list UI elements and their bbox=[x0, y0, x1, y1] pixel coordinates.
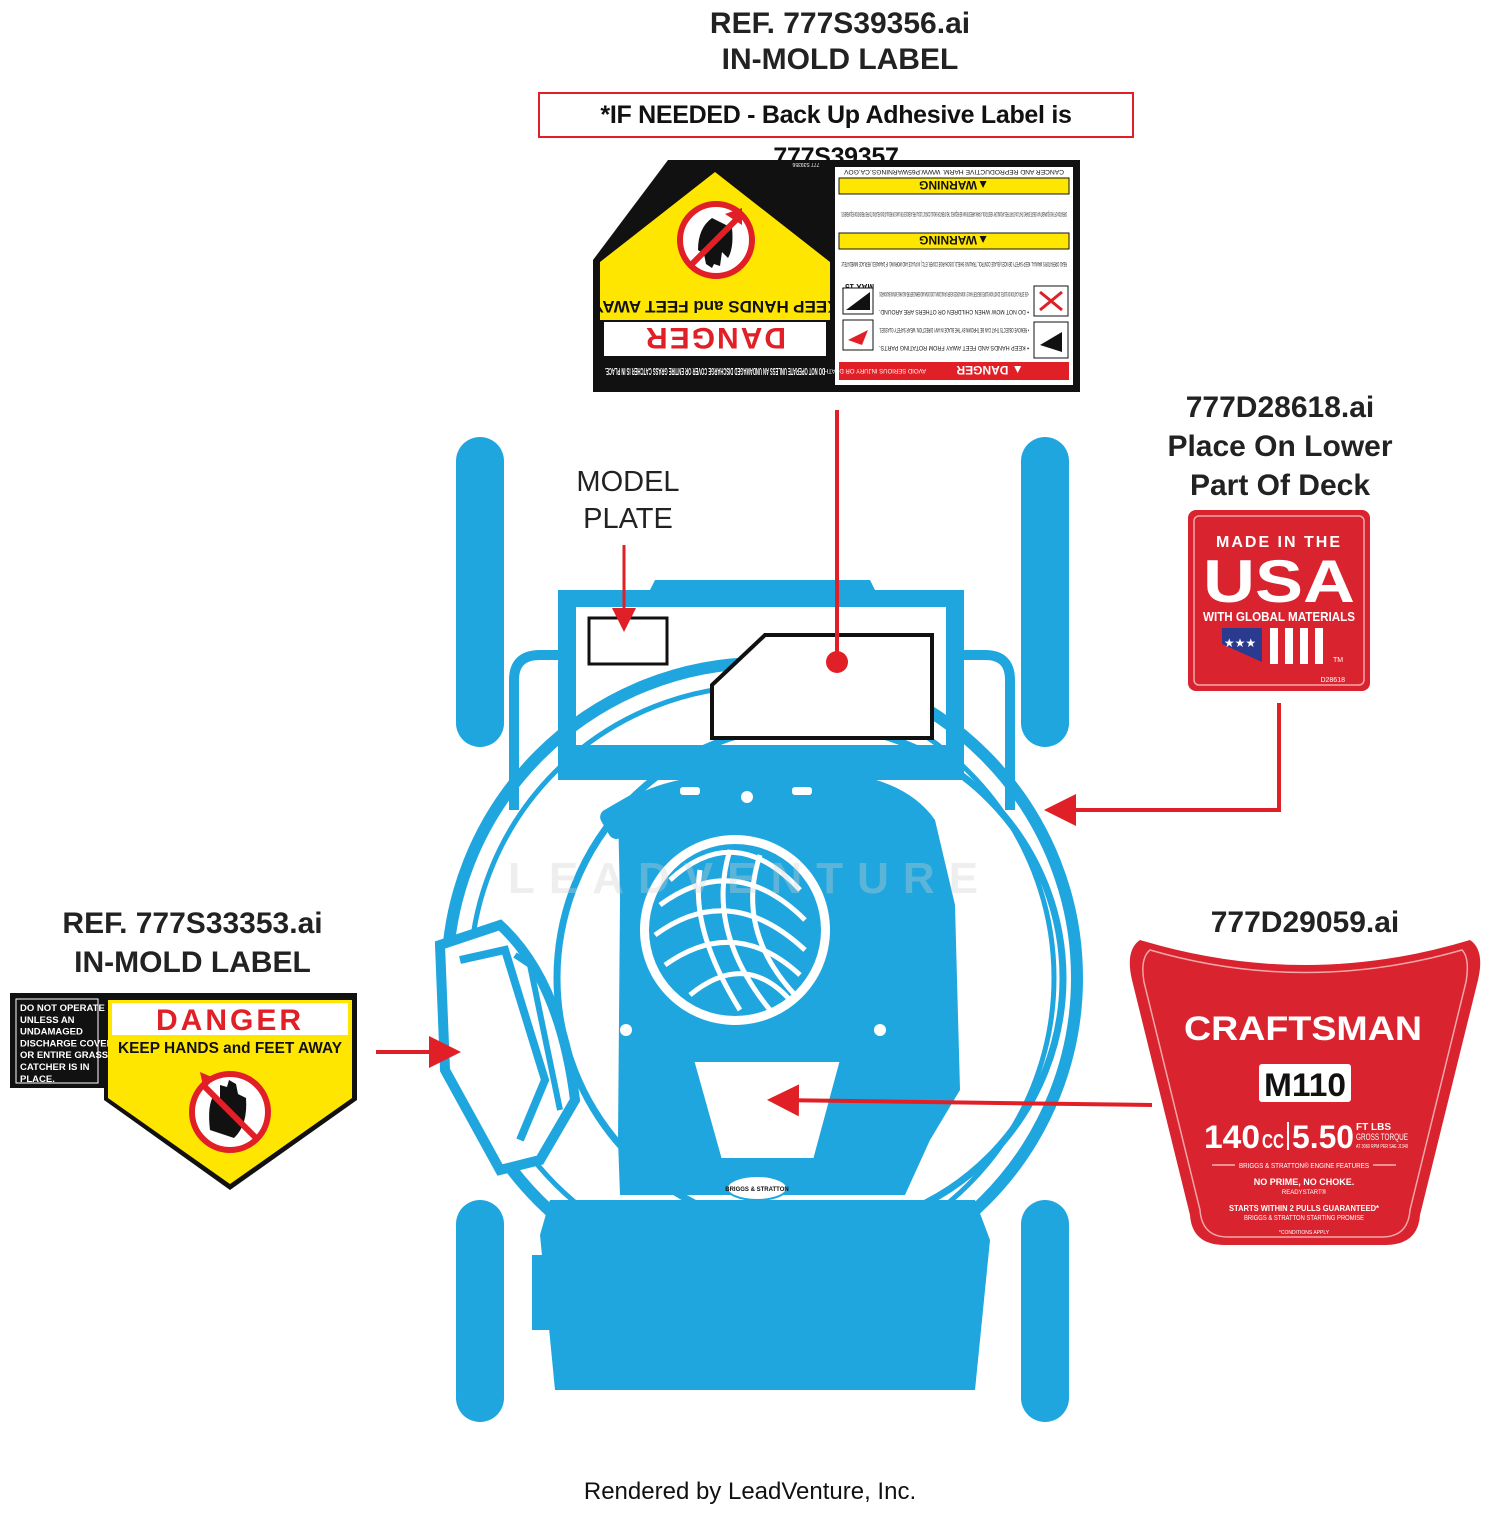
top-keep-hands-text: KEEP HANDS and FEET AWAY bbox=[592, 297, 840, 316]
left-side-line: PLACE. bbox=[20, 1074, 55, 1085]
craftsman-model: M110 bbox=[1264, 1067, 1346, 1103]
footer-rendered-by: Rendered by LeadVenture, Inc. bbox=[583, 1478, 917, 1505]
craftsman-torque-fine: AT 3060 RPM PER SAE J1349 bbox=[1356, 1144, 1408, 1150]
usa-label-place-line2: Part Of Deck bbox=[1189, 469, 1371, 502]
top-bullet-line: • REMOVE OBJECTS THAT CAN BE THROWN BY T… bbox=[879, 326, 1029, 332]
usa-code: D28618 bbox=[1320, 677, 1345, 684]
top-label-placement-area bbox=[710, 633, 934, 740]
engine-label-area bbox=[692, 1060, 842, 1160]
usa-global: WITH GLOBAL MATERIALS bbox=[1203, 609, 1355, 624]
briggs-stratton-badge bbox=[726, 1175, 788, 1201]
top-label-ref-line2: IN-MOLD LABEL bbox=[721, 43, 959, 76]
craftsman-brand: CRAFTSMAN bbox=[1184, 1010, 1422, 1048]
left-label-ref-line2: IN-MOLD LABEL bbox=[74, 946, 311, 979]
craftsman-cc: 140 bbox=[1204, 1119, 1260, 1155]
craftsman-cc-unit: CC bbox=[1262, 1131, 1284, 1153]
discharge-chute bbox=[434, 919, 581, 1176]
watermark: LEADVENTURE bbox=[508, 854, 992, 903]
usa-made-in: MADE IN THE bbox=[1216, 534, 1342, 551]
top-hand-prohibition-icon bbox=[677, 201, 755, 279]
wheel-front-left bbox=[456, 1200, 504, 1422]
craftsman-readystart: READYSTART® bbox=[1282, 1189, 1327, 1196]
top-in-mold-label: KEEP HANDS and FEET AWAY DANGER DO NOT O… bbox=[592, 160, 1080, 392]
front-housing bbox=[540, 1200, 990, 1390]
craftsman-torque: 5.50 bbox=[1292, 1119, 1354, 1155]
mower-illustration bbox=[434, 437, 1083, 1422]
top-danger-text: READ OPERATOR'S MANUAL. KEEP SAFETY DEVI… bbox=[841, 260, 1067, 266]
top-warning1: ▲WARNING bbox=[919, 178, 989, 192]
left-side-line: UNLESS AN bbox=[20, 1015, 75, 1026]
top-max15: MAX 15° bbox=[842, 282, 874, 291]
craftsman-promise: BRIGGS & STRATTON STARTING PROMISE bbox=[1244, 1215, 1364, 1222]
top-label-ref: REF. 777S39356.ai IN-MOLD LABEL bbox=[600, 6, 1080, 78]
model-plate-label: MODEL PLATE bbox=[560, 464, 696, 538]
wheel-rear-right bbox=[1021, 437, 1069, 747]
left-danger-word: DANGER bbox=[156, 1004, 304, 1037]
craftsman-no-prime: NO PRIME, NO CHOKE. bbox=[1254, 1177, 1355, 1187]
craftsman-label-arrow bbox=[767, 1084, 1153, 1117]
craftsman-torque-desc: GROSS TORQUE bbox=[1356, 1132, 1408, 1142]
top-bullet-line: • USE EXTRA CAUTION ON SLOPES. DO NOT MO… bbox=[879, 290, 1029, 296]
wheel-rear-left bbox=[456, 437, 504, 747]
top-safety-bullets: • KEEP HANDS AND FEET AWAY FROM ROTATING… bbox=[879, 290, 1029, 350]
top-warning1-text: CANCER AND REPRODUCTIVE HARM. WWW.P65WAR… bbox=[844, 168, 1064, 174]
top-avoid-serious: AVOID SERIOUS INJURY OR DEATH bbox=[824, 367, 926, 373]
usa-text: USA bbox=[1203, 548, 1355, 615]
usa-tm: TM bbox=[1333, 657, 1343, 664]
top-warning2: ▲WARNING bbox=[919, 233, 989, 247]
left-side-line: UNDAMAGED bbox=[20, 1027, 83, 1038]
top-do-not-operate: DO NOT OPERATE UNLESS AN UNDAMAGED DISCH… bbox=[605, 365, 825, 376]
top-danger-word: DANGER bbox=[644, 321, 786, 354]
top-danger-bar: ▲ DANGER bbox=[956, 363, 1024, 377]
svg-text:★★★: ★★★ bbox=[1224, 636, 1256, 650]
usa-flag-icon bbox=[1222, 628, 1262, 662]
usa-label-ref: 777D28618.ai Place On Lower Part Of Deck bbox=[1130, 388, 1430, 505]
craftsman-engine-features: BRIGGS & STRATTON® ENGINE FEATURES bbox=[1239, 1162, 1369, 1170]
top-label-ref-line1: REF. 777S39356.ai bbox=[709, 7, 971, 40]
engine-badge-text: BRIGGS & STRATTON bbox=[725, 1187, 788, 1193]
left-label-ref: REF. 777S33353.ai IN-MOLD LABEL bbox=[20, 904, 365, 982]
wheel-front-right bbox=[1021, 1200, 1069, 1422]
top-warning2-text: OPERATION OF THIS EQUIPMENT MAY CREATE S… bbox=[841, 210, 1067, 216]
leader-arrows bbox=[376, 410, 1281, 1117]
left-side-line: DO NOT OPERATE bbox=[20, 1003, 105, 1014]
craftsman-label: CRAFTSMAN M110 140 CC 5.50 FT LBS GROSS … bbox=[1129, 940, 1481, 1245]
top-bullet-line: • DO NOT MOW WHEN CHILDREN OR OTHERS ARE… bbox=[879, 308, 1029, 314]
left-hand-prohibition-icon bbox=[189, 1071, 271, 1153]
left-side-line: DISCHARGE COVER bbox=[20, 1038, 114, 1049]
top-part-code: 777 S39356 bbox=[792, 161, 819, 167]
model-plate-area bbox=[587, 616, 669, 666]
model-plate-line2: PLATE bbox=[583, 503, 673, 536]
made-in-usa-label: MADE IN THE USA WITH GLOBAL MATERIALS ★★… bbox=[1188, 510, 1370, 691]
usa-label-place-line1: Place On Lower bbox=[1167, 430, 1393, 463]
top-bullet-line: • KEEP HANDS AND FEET AWAY FROM ROTATING… bbox=[879, 344, 1029, 350]
usa-label-ref-code: 777D28618.ai bbox=[1185, 391, 1375, 424]
model-plate-line1: MODEL bbox=[576, 466, 680, 498]
left-label-ref-line1: REF. 777S33353.ai bbox=[62, 907, 323, 940]
usa-label-arrow bbox=[1044, 703, 1281, 826]
craftsman-torque-unit: FT LBS bbox=[1356, 1122, 1391, 1133]
craftsman-starts: STARTS WITHIN 2 PULLS GUARANTEED* bbox=[1229, 1204, 1380, 1213]
left-side-line: OR ENTIRE GRASS bbox=[20, 1050, 108, 1061]
top-label-dot bbox=[826, 651, 848, 673]
left-keep-hands: KEEP HANDS and FEET AWAY bbox=[118, 1040, 342, 1057]
craftsman-label-ref: 777D29059.ai bbox=[1210, 906, 1400, 939]
left-side-line: CATCHER IS IN bbox=[20, 1062, 90, 1073]
craftsman-conditions: *CONDITIONS APPLY bbox=[1279, 1230, 1330, 1236]
pull-handle bbox=[600, 792, 654, 839]
